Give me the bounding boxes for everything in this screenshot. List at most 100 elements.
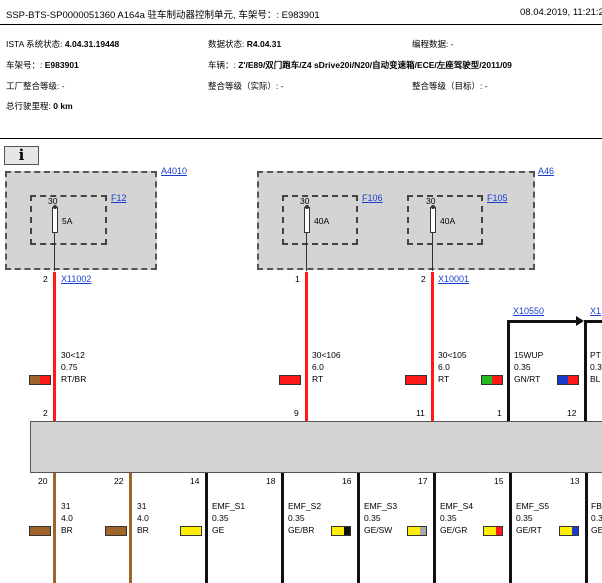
fuse-box-f105 — [407, 195, 483, 245]
fuse-f12-rating: 5A — [62, 216, 73, 226]
connector-x10001-link[interactable]: X10001 — [438, 274, 470, 284]
module-a46 — [257, 171, 535, 270]
fuse-f12-symbol — [52, 207, 58, 233]
connector-x10550-link[interactable]: X10550 — [513, 306, 545, 316]
color-swatch-ge-sw — [407, 526, 427, 536]
pin-label: 15 — [494, 476, 504, 486]
fuse-f105-symbol — [430, 207, 436, 233]
color-swatch-ge — [180, 526, 202, 536]
wire-pt[interactable] — [584, 320, 587, 422]
fuse-box-f106 — [282, 195, 358, 245]
pin-label: 14 — [190, 476, 200, 486]
pin-label: 2 — [43, 408, 48, 418]
wire-15wup[interactable] — [507, 320, 510, 422]
pin-label: 11 — [416, 408, 425, 418]
color-swatch-br — [29, 526, 51, 536]
pin-label: 22 — [114, 476, 124, 486]
wire-30-106[interactable] — [305, 272, 308, 422]
wire-emf-s2[interactable] — [281, 473, 284, 583]
color-swatch-rt-br — [29, 375, 51, 385]
fuse-f105-link[interactable]: F105 — [487, 193, 508, 203]
color-swatch-bl-rt — [557, 375, 579, 385]
fuse-f12-terminal: 30 — [48, 196, 58, 206]
module-a46-link[interactable]: A46 — [538, 166, 555, 176]
actual-integration-level: 整合等级（实际）: - — [208, 81, 284, 91]
wire-31-a[interactable] — [53, 473, 56, 583]
fuse-f106-symbol — [304, 207, 310, 233]
pin-label: 1 — [497, 408, 502, 418]
mileage: 总行驶里程: 0 km — [6, 101, 73, 111]
fuse-f12-link[interactable]: F12 — [111, 193, 127, 203]
pin-label: 13 — [570, 476, 580, 486]
ista-status: ISTA 系统状态: 4.04.31.19448 — [6, 39, 120, 49]
wire-15wup-horizontal — [507, 320, 579, 323]
color-swatch-ge-rt — [559, 526, 579, 536]
color-swatch-ge-br — [331, 526, 351, 536]
info-divider — [0, 138, 602, 139]
module-a4010-link[interactable]: A4010 — [161, 166, 188, 176]
fuse-f105-dot — [431, 205, 435, 209]
fuse-f106-lead — [306, 233, 307, 271]
wire-emf-s5[interactable] — [509, 473, 512, 583]
fuse-f12-lead — [54, 233, 55, 271]
vin: 车架号：: E983901 — [6, 60, 79, 70]
pin-label: 12 — [567, 408, 577, 418]
pin-label: 17 — [418, 476, 428, 486]
fuse-f106-dot — [305, 205, 309, 209]
data-status: 数据状态: R4.04.31 — [208, 39, 282, 49]
fuse-f105-lead — [432, 233, 433, 271]
wire-emf-s1[interactable] — [205, 473, 208, 583]
arrow-right-icon — [576, 316, 584, 326]
fuse-f106-link[interactable]: F106 — [362, 193, 383, 203]
color-swatch-rt — [405, 375, 427, 385]
color-swatch-ge-gr — [483, 526, 503, 536]
wire-pt-horizontal — [584, 320, 602, 323]
color-swatch-gn-rt — [481, 375, 503, 385]
wire-30-105[interactable] — [431, 272, 434, 422]
pin-label: 2 — [421, 274, 426, 284]
pin-label: 1 — [295, 274, 300, 284]
programming-data: 编程数据: - — [412, 39, 454, 49]
wire-30-12[interactable] — [53, 272, 56, 422]
pin-label: 18 — [266, 476, 276, 486]
wire-emf-s4[interactable] — [433, 473, 436, 583]
target-integration-level: 整合等级（目标）: - — [412, 81, 488, 91]
info-button[interactable]: i — [4, 146, 39, 165]
document-datetime: 08.04.2019, 11:21:2 — [520, 7, 602, 18]
document-title: SSP-BTS-SP0000051360 A164a 驻车制动器控制单元, 车架… — [6, 10, 320, 21]
pin-label: 20 — [38, 476, 48, 486]
control-unit-a164a[interactable] — [30, 421, 602, 473]
wire-emf-s3[interactable] — [357, 473, 360, 583]
header-divider — [0, 24, 602, 25]
factory-integration-level: 工厂整合等级: - — [6, 81, 65, 91]
fuse-box-f12 — [30, 195, 107, 245]
fuse-f105-terminal: 30 — [426, 196, 436, 206]
fuse-f106-rating: 40A — [314, 216, 330, 226]
vehicle: 车辆：: Z'/E89/双门跑车/Z4 sDrive20i/N20/自动变速箱/… — [208, 60, 512, 70]
color-swatch-br — [105, 526, 127, 536]
fuse-f105-rating: 40A — [440, 216, 456, 226]
fuse-f12-dot — [53, 205, 57, 209]
pin-label: 2 — [43, 274, 48, 284]
color-swatch-rt — [279, 375, 301, 385]
fuse-f106-terminal: 30 — [300, 196, 310, 206]
pin-label: 16 — [342, 476, 352, 486]
connector-x11002-link[interactable]: X11002 — [61, 274, 92, 284]
wire-fb[interactable] — [585, 473, 588, 583]
pin-label: 9 — [294, 408, 299, 418]
wire-31-b[interactable] — [129, 473, 132, 583]
connector-x1-link[interactable]: X1 — [590, 306, 602, 316]
